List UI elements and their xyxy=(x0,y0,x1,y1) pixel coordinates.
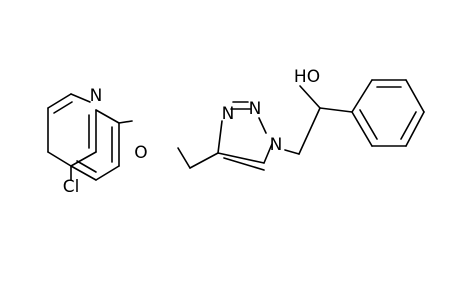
atom-labels: N O Cl N N N HO xyxy=(63,67,320,197)
bond xyxy=(70,93,91,103)
bond xyxy=(118,120,133,124)
side-chain xyxy=(284,85,353,155)
bond xyxy=(359,109,378,140)
triazole-n1-label: N xyxy=(270,135,283,155)
bond xyxy=(70,151,97,167)
bond xyxy=(70,165,97,181)
bond xyxy=(258,117,267,134)
bond xyxy=(95,165,120,181)
bond xyxy=(298,107,321,155)
substituent-bonds xyxy=(70,120,219,181)
bond xyxy=(47,93,72,109)
bond xyxy=(351,111,373,147)
bond xyxy=(405,79,425,113)
bond xyxy=(223,157,265,171)
bond xyxy=(319,107,353,113)
chlorine-label: Cl xyxy=(63,177,80,197)
triazole-n2-label: N xyxy=(249,99,262,119)
quinoline-ring-system xyxy=(47,93,120,181)
triazole-ring xyxy=(217,101,273,171)
bond xyxy=(405,111,425,147)
hydroxyl-label: HO xyxy=(294,67,320,87)
bond xyxy=(189,152,219,169)
bond xyxy=(217,152,265,164)
bond xyxy=(217,120,223,154)
ether-oxygen-label: O xyxy=(134,143,147,163)
bond xyxy=(284,149,300,155)
quinoline-nitrogen-label: N xyxy=(90,86,103,106)
bond xyxy=(177,147,191,169)
bond xyxy=(47,151,72,167)
bond xyxy=(95,109,120,124)
bond xyxy=(263,143,273,164)
bond xyxy=(351,79,373,113)
bond xyxy=(53,101,73,114)
bond xyxy=(76,160,97,173)
triazole-n3-label: N xyxy=(222,104,235,124)
bond xyxy=(299,85,321,109)
phenyl-ring xyxy=(351,79,425,147)
bond xyxy=(400,111,417,140)
